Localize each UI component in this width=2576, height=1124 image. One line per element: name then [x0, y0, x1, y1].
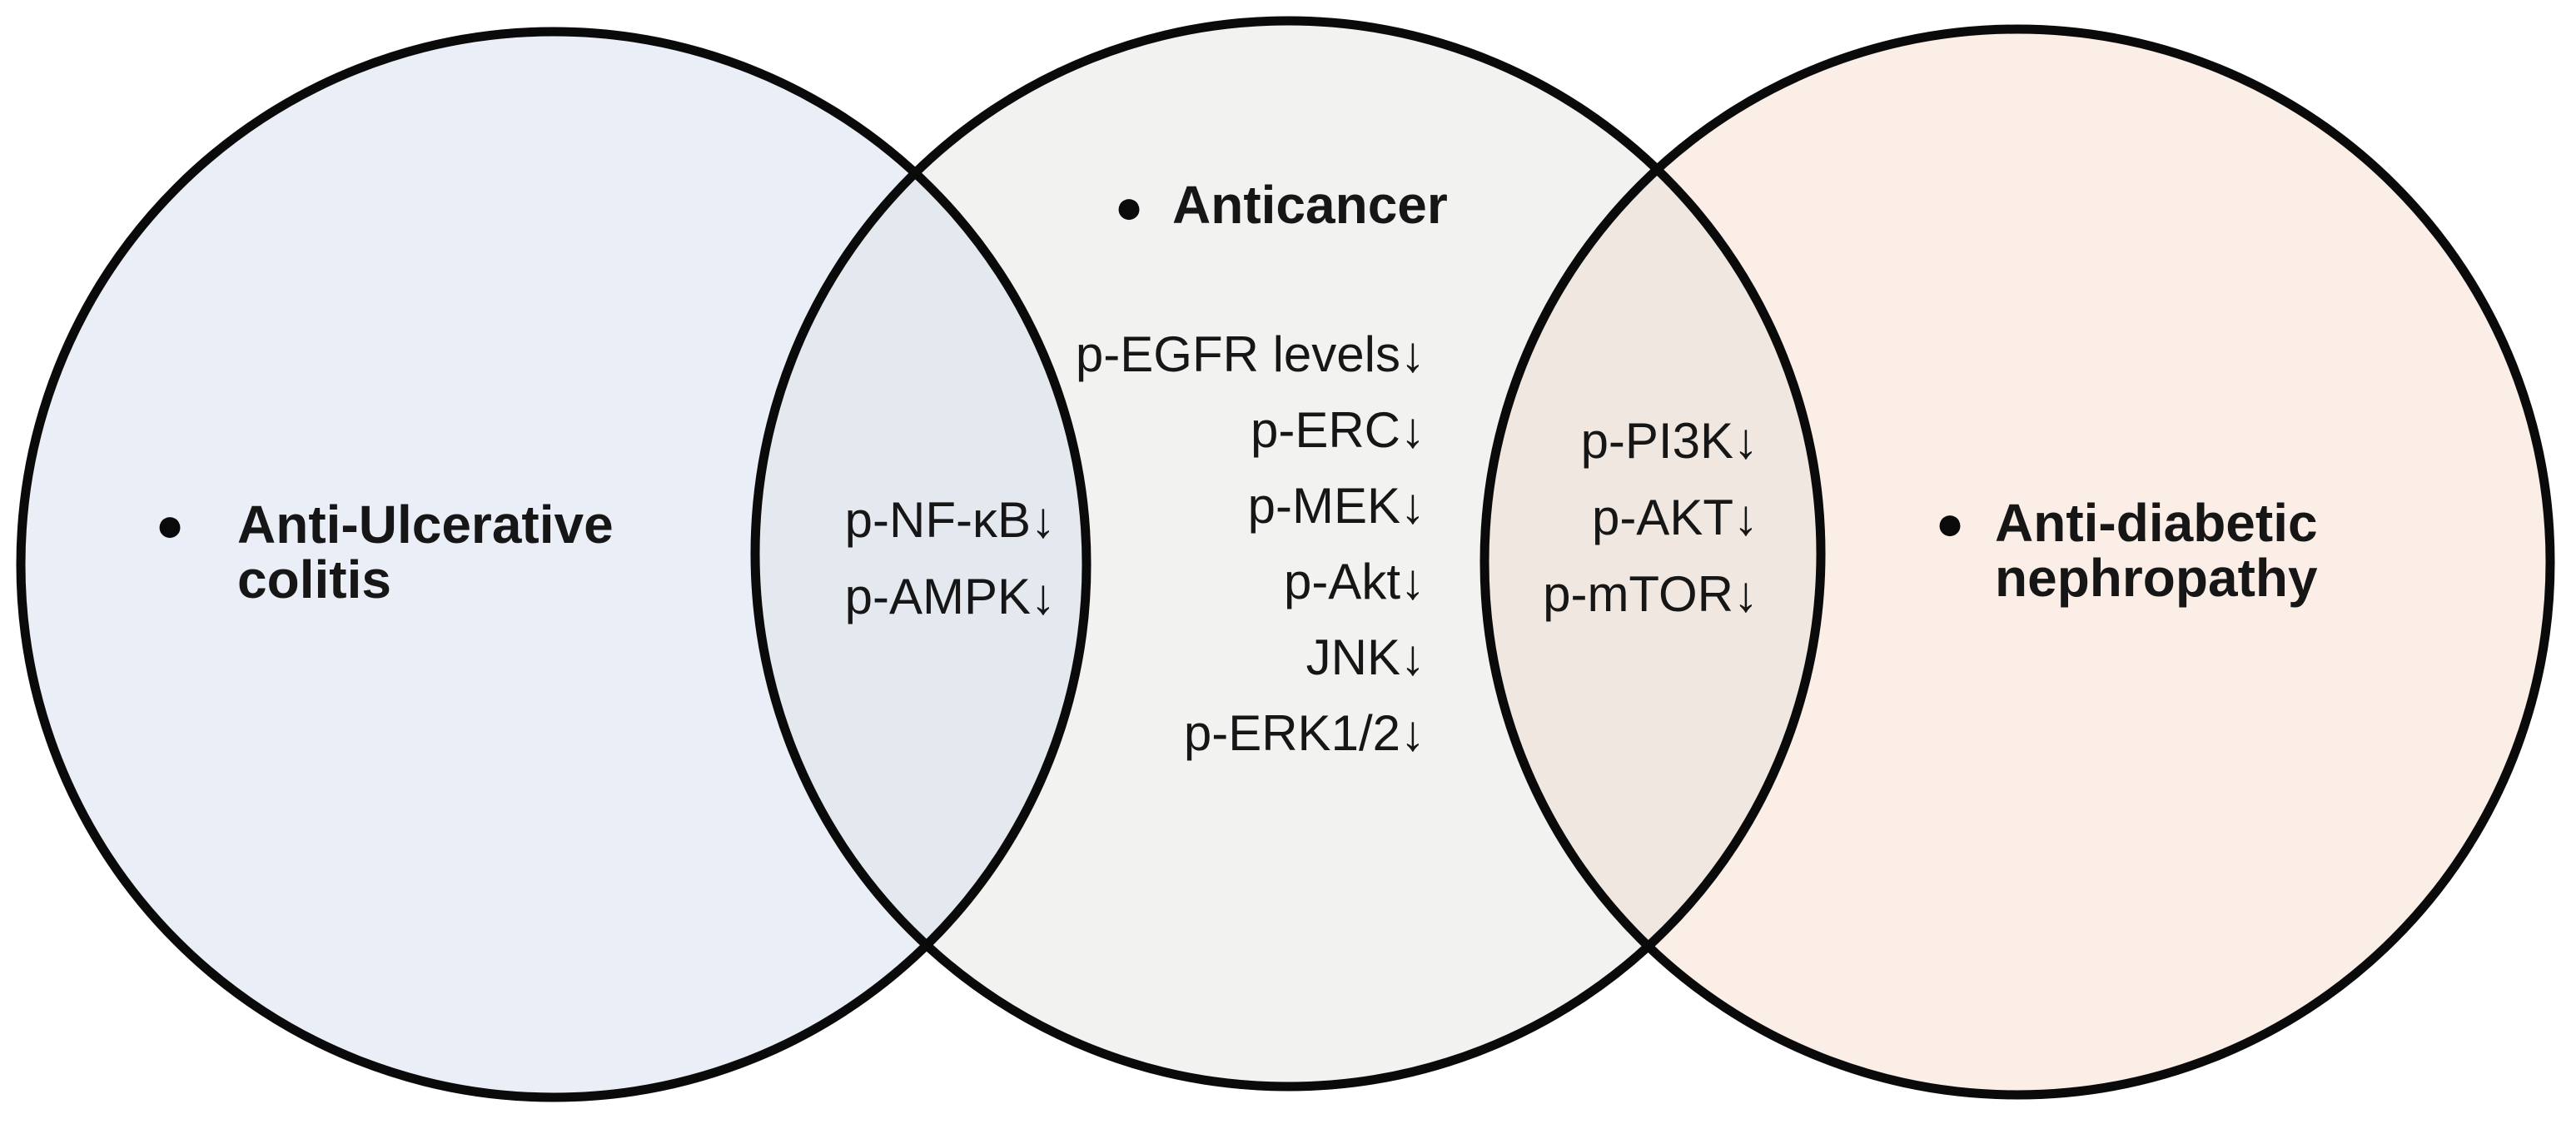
middle-set-item: p-Akt↓: [1284, 554, 1425, 609]
overlap-middle-right-item: p-mTOR↓: [1543, 566, 1758, 622]
overlap-region-left-middle: [754, 172, 1087, 946]
middle-set-item: JNK↓: [1306, 629, 1425, 685]
middle-set-item: p-ERK1/2↓: [1184, 705, 1425, 761]
circle-outline-anti-ulcerative-colitis: [16, 27, 1092, 1102]
circle-outline-anticancer: [750, 16, 1826, 1092]
middle-set-label: Anticancer: [1172, 175, 1448, 235]
right-set-label-line2: nephropathy: [1995, 548, 2318, 608]
circle-outline-anti-diabetic-nephropathy: [1479, 24, 2555, 1100]
middle-set-item: p-ERC↓: [1251, 402, 1425, 458]
overlap-region-middle-right: [1484, 169, 1822, 947]
left-set-label-line2: colitis: [237, 550, 391, 609]
overlap-left-middle-item: p-NF-κB↓: [845, 492, 1056, 548]
overlap-left-middle-item: p-AMPK↓: [845, 569, 1056, 624]
bullet-icon: ●: [1935, 496, 1964, 550]
right-set-label-line1: Anti-diabetic: [1995, 493, 2318, 553]
overlap-middle-right-item: p-AKT↓: [1592, 490, 1758, 545]
overlap-middle-right-item: p-PI3K↓: [1581, 413, 1758, 469]
middle-set-item: p-EGFR levels↓: [1076, 326, 1425, 382]
bullet-icon: ●: [1114, 180, 1143, 234]
middle-set-item: p-MEK↓: [1248, 478, 1425, 534]
left-set-label-line1: Anti-Ulcerative: [237, 495, 614, 555]
bullet-icon: ●: [155, 498, 184, 552]
